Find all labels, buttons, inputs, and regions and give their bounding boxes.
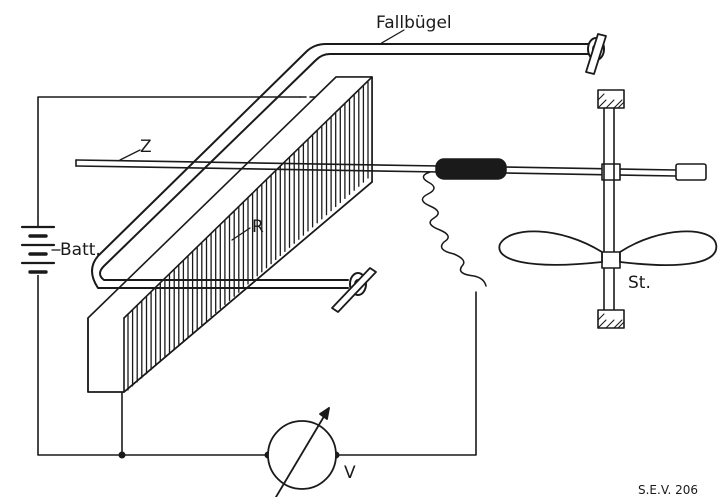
needle-arrowhead [319,407,330,420]
insulating-sleeve [435,158,507,180]
pivot-pin-rear [585,33,607,75]
battery-symbol [20,217,56,275]
label-fallbuegel: Fallbügel [376,13,452,33]
figure-reference: S.E.V. 206 [638,483,698,497]
propeller-blade-left [498,230,603,266]
propeller-blade-right [619,230,718,266]
spindle-st [597,89,625,329]
wire-battery-bottom [37,274,269,456]
junction-dot [118,451,126,459]
wire-battery-top [37,96,301,219]
label-batt: Batt. [60,240,101,260]
pivot-pin-front [331,267,377,313]
labels: Fallbügel Z Batt. R St. V S.E.V. 206 [60,13,698,497]
label-pointer-r [231,227,251,241]
pivot-pins [331,33,607,313]
propeller-hub [601,251,621,269]
label-st: St. [628,273,651,293]
label-pointer-fallbuegel [379,29,405,45]
propeller-blades [498,230,718,266]
voltmeter-needle [275,407,330,498]
flexible-lead-coil [421,171,487,287]
label-pointers [51,29,405,251]
label-z: Z [140,137,152,157]
label-r: R [252,217,264,237]
bearing-bottom [597,309,625,329]
circuit-wires [37,96,477,456]
bearing-top [597,89,625,109]
voltmeter [267,407,337,498]
label-v: V [344,463,356,483]
wire-voltmeter-right [335,291,477,456]
shaft-z [75,149,707,181]
resistance-coil [127,81,369,391]
shaft-end-cap [675,163,707,181]
shaft-collar [601,163,621,181]
label-pointer-z [119,149,141,161]
